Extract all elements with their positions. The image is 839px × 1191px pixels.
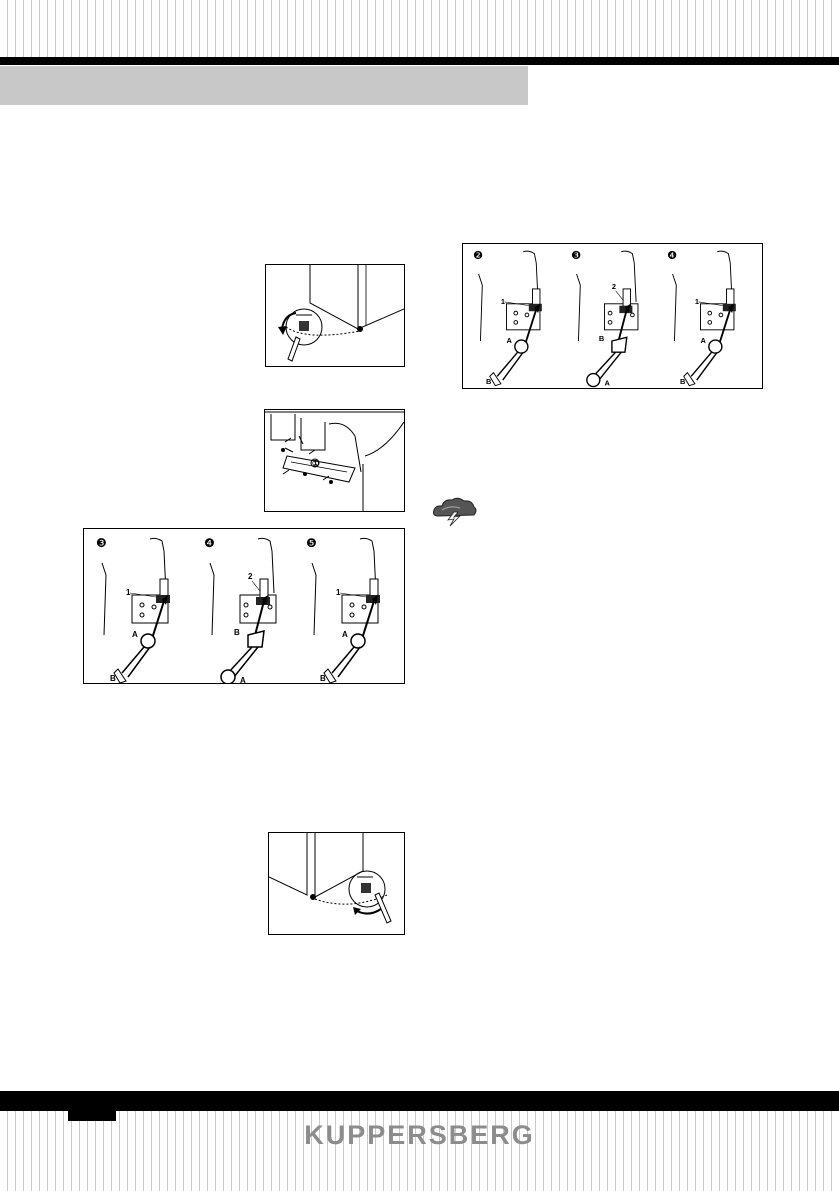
- hinge-panel-2: ❹ 2 B A: [204, 536, 277, 683]
- hinge-part-label: 2: [248, 572, 253, 581]
- hinge-panel-3: ❹ 1 A B: [667, 249, 736, 387]
- wrench-label-top: B: [234, 628, 240, 637]
- wrench-label-bottom: B: [486, 377, 492, 386]
- step-number: ❹: [204, 536, 215, 550]
- footer-stripes: [0, 1111, 839, 1191]
- brand-logo: KUPPERSBERG: [304, 1120, 535, 1150]
- hinge-panel-1: ❷ 1 A B: [473, 249, 542, 387]
- wrench-label-top: A: [700, 336, 706, 345]
- hinge-part-label: 1: [695, 297, 699, 306]
- rotate-arrow-icon: [356, 908, 382, 915]
- footer-rule: [0, 1091, 839, 1111]
- hinge-part-label: 2: [612, 282, 616, 291]
- wrench-label-bottom: B: [110, 674, 116, 683]
- step-number: ❸: [571, 249, 581, 262]
- wrench-label-top: B: [599, 334, 605, 343]
- header-stripes: [0, 0, 839, 57]
- step-number: ❺: [306, 536, 317, 550]
- hinge-part-label: 1: [501, 297, 505, 306]
- wrench-label-bottom: B: [680, 377, 686, 386]
- wrench-label-bottom: A: [240, 676, 246, 683]
- wrench-label-bottom: B: [320, 674, 326, 683]
- hinge-panel-3: ❺ 1 A B: [306, 536, 380, 683]
- page-number-tab: [68, 1108, 116, 1121]
- step-number: ❹: [667, 249, 677, 262]
- hinge-part-label: 1: [126, 588, 131, 597]
- wrench-label-top: A: [132, 630, 138, 639]
- hinge-panel-2: ❸ 2 B A: [571, 249, 639, 388]
- hinge-part-label: 1: [336, 588, 341, 597]
- hinge-adjust-figure-left: ❸ 1 A B ❹: [83, 528, 405, 684]
- wrench-label-top: A: [506, 336, 512, 345]
- section-title-bar: [0, 66, 528, 105]
- step-number: ❸: [96, 536, 107, 550]
- wrench-label-top: A: [342, 630, 348, 639]
- hinge-panel-1: ❸ 1 A B: [96, 536, 170, 683]
- kick-plate-figure: ①: [264, 409, 405, 512]
- hinge-adjust-figure-right: ❷ 1 A B ❸: [462, 243, 763, 389]
- step-number: ❷: [473, 249, 483, 262]
- leveling-foot-figure-right: [268, 832, 405, 935]
- wrench-label-bottom: A: [604, 379, 610, 388]
- header-rule: [0, 57, 839, 65]
- leveling-foot-figure-left: [265, 264, 405, 367]
- storm-cloud-lightning-icon: [432, 496, 478, 527]
- kick-plate-callout: ①: [312, 459, 319, 468]
